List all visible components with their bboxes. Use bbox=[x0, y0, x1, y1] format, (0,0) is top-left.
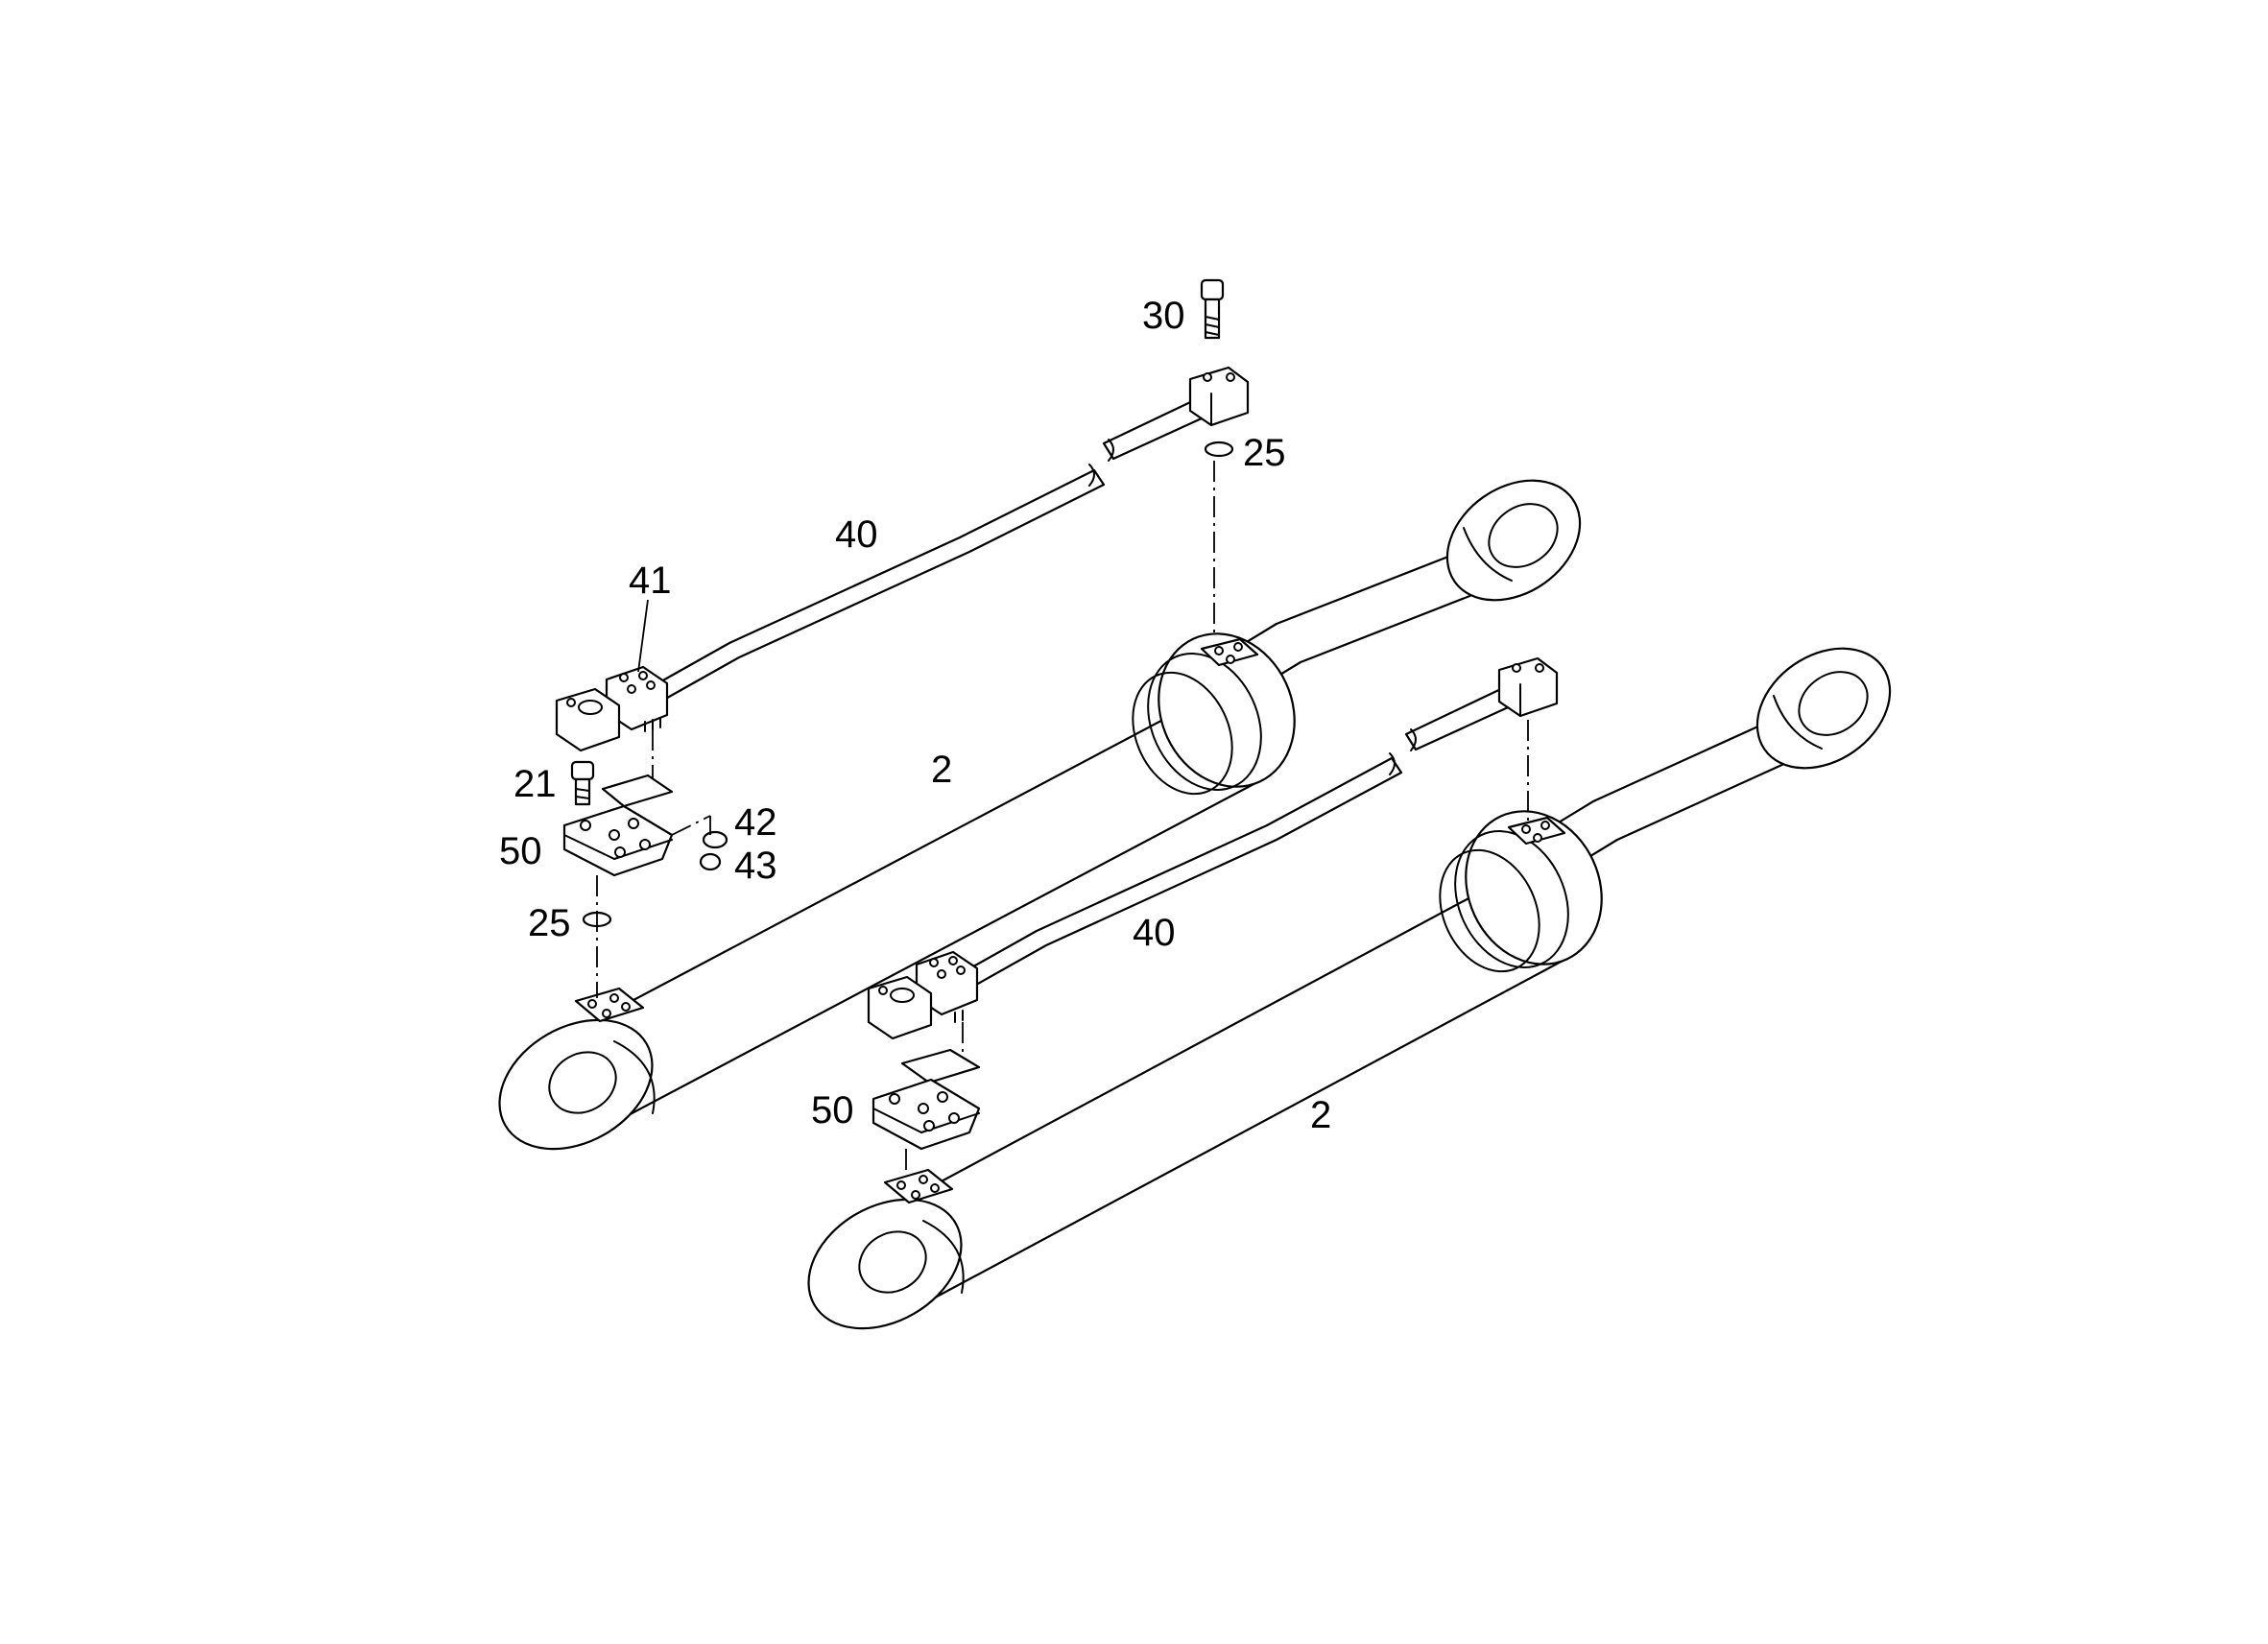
centerlines-left bbox=[596, 461, 1215, 998]
port-pad-rod-left bbox=[1200, 637, 1259, 667]
hose-assembly-right bbox=[867, 656, 1559, 1040]
cylinder-right bbox=[807, 647, 1892, 1330]
nut-43 bbox=[699, 852, 722, 871]
callout-43: 43 bbox=[734, 845, 777, 887]
callout-41: 41 bbox=[629, 560, 672, 602]
plate-50-right bbox=[871, 1048, 981, 1151]
top-flange-block-right bbox=[1497, 656, 1559, 718]
fitting-block-41 bbox=[605, 665, 669, 731]
hose-assembly-left bbox=[555, 366, 1250, 752]
plate-50-left bbox=[562, 774, 674, 877]
elbow-block-right bbox=[867, 975, 933, 1040]
cylinder-left bbox=[498, 479, 1582, 1151]
port-pad-rod-right bbox=[1507, 816, 1566, 846]
base-eye-right bbox=[807, 1198, 965, 1330]
callout-50-right: 50 bbox=[811, 1089, 854, 1132]
callout-25-top: 25 bbox=[1243, 432, 1286, 474]
port-pad-base-right bbox=[883, 1168, 954, 1204]
port-pad-base-left bbox=[574, 987, 645, 1023]
centerlines-right bbox=[905, 720, 1529, 1176]
leader-41 bbox=[637, 599, 649, 673]
callout-40-right: 40 bbox=[1133, 912, 1176, 954]
rod-eye-right bbox=[1755, 647, 1892, 770]
elbow-block-left bbox=[555, 687, 621, 752]
washer-42 bbox=[702, 830, 728, 849]
bolt-30 bbox=[1200, 278, 1225, 340]
callout-25-left: 25 bbox=[528, 902, 571, 944]
top-flange-block-left bbox=[1188, 366, 1250, 427]
rod-eye-left bbox=[1445, 479, 1582, 602]
barrel-gland-right bbox=[1439, 810, 1603, 973]
callout-50-left: 50 bbox=[499, 830, 542, 872]
o-ring-25-top bbox=[1204, 441, 1234, 458]
callout-40-left: 40 bbox=[835, 513, 878, 556]
bolt-21 bbox=[570, 760, 595, 806]
callout-42: 42 bbox=[734, 801, 777, 844]
barrel-gland-left bbox=[1132, 632, 1296, 796]
callout-30: 30 bbox=[1142, 295, 1185, 337]
callout-21: 21 bbox=[513, 763, 557, 805]
base-eye-left bbox=[498, 1018, 656, 1151]
callout-2-right: 2 bbox=[1310, 1094, 1331, 1136]
callout-2-left: 2 bbox=[931, 749, 952, 791]
